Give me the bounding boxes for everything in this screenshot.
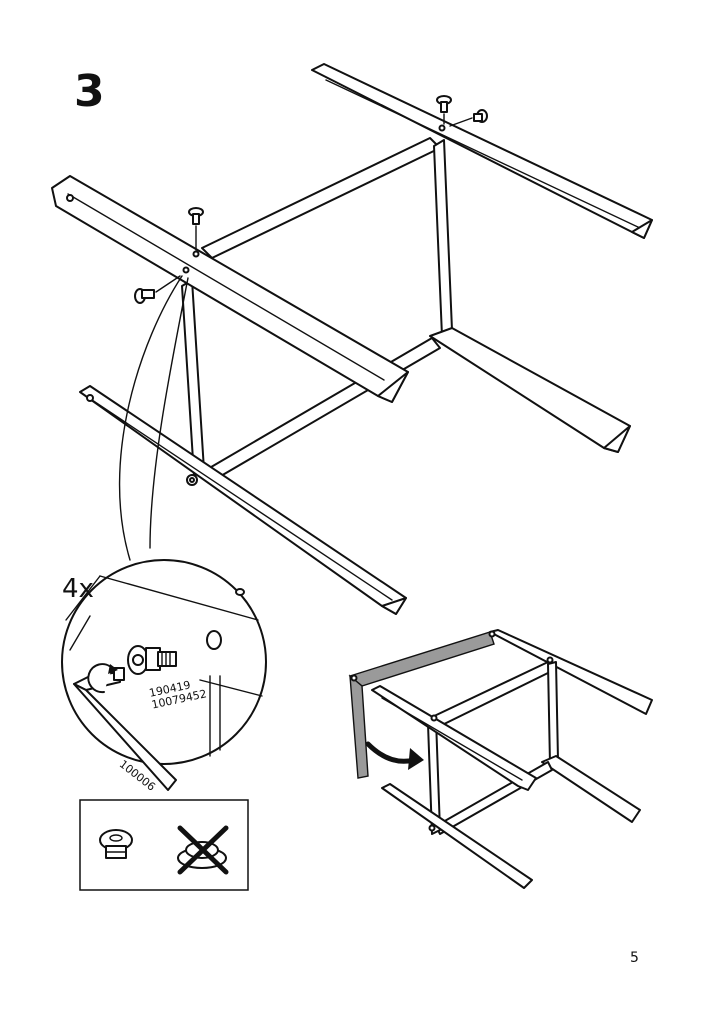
screw-icon <box>127 645 177 675</box>
leg-front-left <box>181 279 205 477</box>
rail-back-right <box>311 63 653 239</box>
cross-mark-icon <box>177 825 229 875</box>
step-number: 3 <box>74 66 105 117</box>
leg-rear-right <box>429 327 631 453</box>
rotate-arrow-icon <box>365 741 424 770</box>
washer-icon <box>449 109 488 127</box>
main-frame <box>51 63 653 615</box>
rotate-arrow-icon <box>87 663 118 694</box>
screw-icon <box>134 275 181 304</box>
shaded-leg <box>349 674 369 779</box>
secondary-frame <box>348 629 653 889</box>
leg-back <box>433 139 453 337</box>
shaded-rail <box>348 631 495 687</box>
rail-cross-back <box>201 137 441 259</box>
screw-icon <box>436 95 452 125</box>
rail-right <box>489 629 653 715</box>
screw-icon <box>188 207 204 251</box>
quantity-label: 4x <box>62 574 94 604</box>
screw-icon <box>99 829 133 859</box>
page-number: 5 <box>630 950 639 966</box>
